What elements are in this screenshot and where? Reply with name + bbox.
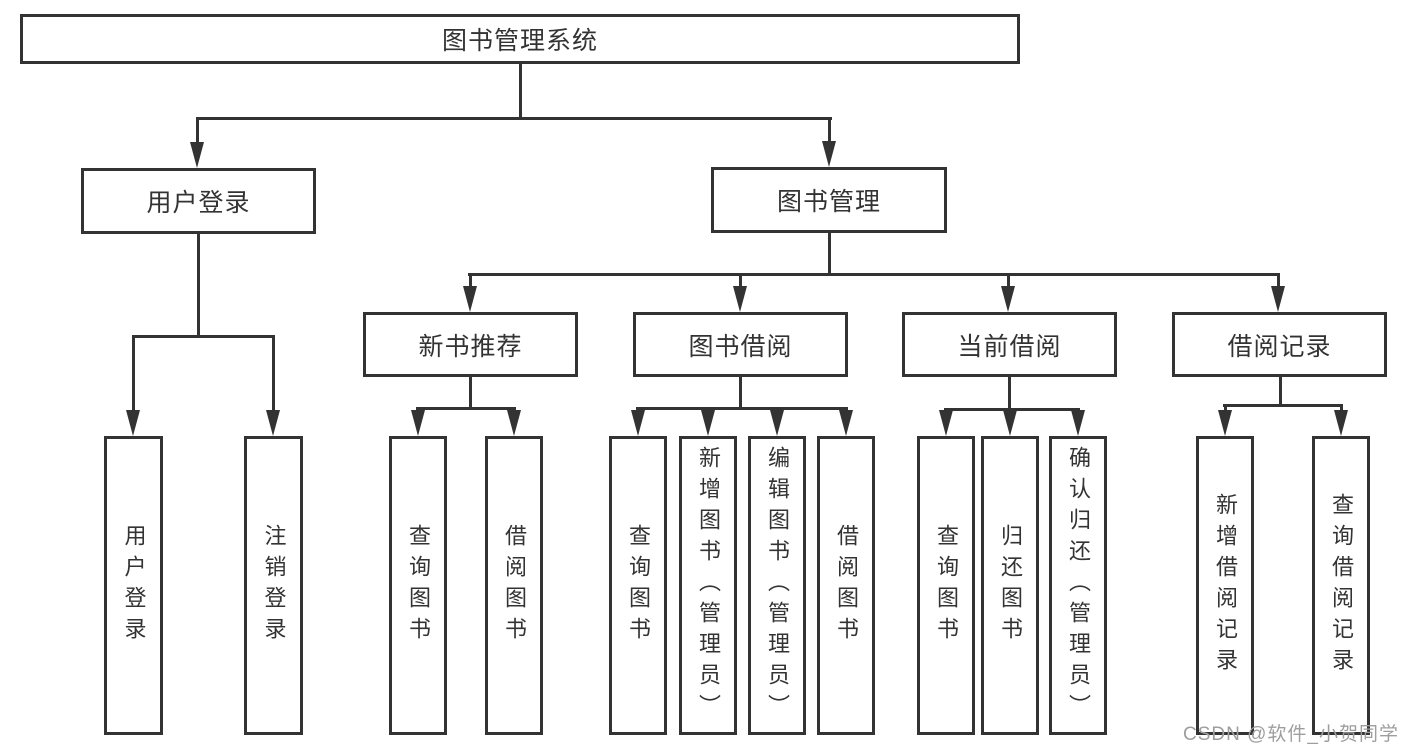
leaf-label: 用户登录	[121, 523, 147, 648]
connector-book-borrowing-branch	[636, 407, 848, 410]
connector-to-leaf	[1224, 404, 1227, 410]
connector-to-book-borrowing	[739, 273, 742, 286]
arrow-down-icon	[1071, 410, 1085, 436]
connector-user-login-stem	[197, 234, 200, 335]
leaf-add-books-admin: 新增图书（管理员）	[679, 436, 737, 735]
leaf-user-login: 用户登录	[104, 436, 163, 735]
connector-user-login-branch	[132, 335, 275, 338]
node-label: 当前借阅	[957, 332, 1062, 361]
arrow-down-icon	[126, 410, 140, 436]
connector-borrowing-records-stem	[1279, 377, 1282, 404]
arrow-down-icon	[1003, 410, 1017, 436]
connector-root-branch	[196, 117, 832, 120]
arrow-down-icon	[507, 410, 521, 436]
connector-book-borrowing-stem	[739, 377, 742, 407]
leaf-label: 查询图书	[626, 523, 651, 648]
node-label: 图书管理	[776, 188, 881, 216]
connector-to-leaf	[945, 408, 948, 410]
node-user-login: 用户登录	[81, 168, 316, 234]
leaf-logout: 注销登录	[244, 436, 303, 735]
connector-to-borrowing-records	[1277, 273, 1280, 286]
node-book-borrowing: 图书借阅	[633, 312, 848, 377]
leaf-query-books-recommend: 查询图书	[389, 436, 447, 735]
leaf-label: 查询图书	[934, 523, 959, 648]
leaf-query-borrow-record: 查询借阅记录	[1312, 436, 1370, 735]
leaf-label: 借阅图书	[834, 523, 859, 648]
arrow-down-icon	[631, 410, 645, 436]
node-label: 借阅记录	[1227, 332, 1332, 361]
connector-to-leaf	[776, 407, 779, 410]
leaf-borrow-books-borrowing: 借阅图书	[817, 436, 875, 735]
connector-book-management-stem	[828, 233, 831, 273]
arrow-down-icon	[770, 410, 784, 436]
node-library-management-system: 图书管理系统	[20, 14, 1020, 64]
arrow-down-icon	[822, 141, 836, 167]
arrow-down-icon	[411, 410, 425, 436]
connector-to-leaf	[637, 407, 640, 410]
node-label: 图书管理系统	[441, 27, 598, 55]
connector-current-borrowing-branch	[944, 408, 1080, 411]
leaf-label: 新增借阅记录	[1213, 492, 1238, 679]
connector-to-user-login	[196, 117, 199, 142]
arrow-down-icon	[733, 286, 747, 312]
node-label: 图书借阅	[688, 332, 793, 361]
node-borrowing-records: 借阅记录	[1172, 312, 1387, 377]
leaf-label: 新增图书（管理员）	[696, 446, 721, 725]
leaf-label: 确认归还（管理员）	[1066, 446, 1091, 725]
arrow-down-icon	[939, 410, 953, 436]
arrow-down-icon	[1271, 286, 1285, 312]
leaf-return-books: 归还图书	[981, 436, 1039, 735]
arrow-down-icon	[190, 142, 204, 168]
arrow-down-icon	[1001, 286, 1015, 312]
leaf-edit-books-admin: 编辑图书（管理员）	[748, 436, 806, 735]
leaf-confirm-return-admin: 确认归还（管理员）	[1049, 436, 1107, 735]
connector-current-borrowing-stem	[1008, 377, 1011, 408]
arrow-down-icon	[463, 286, 477, 312]
leaf-label: 注销登录	[261, 523, 287, 648]
connector-to-leaf	[1077, 408, 1080, 410]
arrow-down-icon	[1218, 410, 1232, 436]
connector-to-leaf	[417, 407, 420, 410]
connector-to-leaf	[845, 407, 848, 410]
connector-borrowing-records-branch	[1223, 404, 1343, 407]
connector-to-leaf	[1340, 404, 1343, 410]
connector-to-leaf	[707, 407, 710, 410]
connector-book-management-branch	[468, 273, 1280, 276]
leaf-label: 归还图书	[998, 523, 1023, 648]
connector-to-new-book	[469, 273, 472, 286]
connector-to-leaf-logout	[272, 335, 275, 410]
node-label: 新书推荐	[418, 332, 523, 361]
leaf-label: 编辑图书（管理员）	[765, 446, 790, 725]
connector-to-current-borrowing	[1007, 273, 1010, 286]
leaf-query-books-borrowing: 查询图书	[609, 436, 667, 735]
leaf-add-borrow-record: 新增借阅记录	[1196, 436, 1254, 735]
connector-new-book-branch	[416, 407, 516, 410]
arrow-down-icon	[701, 410, 715, 436]
connector-to-leaf-login	[132, 335, 135, 410]
arrow-down-icon	[266, 410, 280, 436]
connector-to-book-management	[828, 117, 831, 141]
node-label: 用户登录	[146, 189, 251, 217]
connector-root-stem	[519, 64, 522, 117]
leaf-query-books-current: 查询图书	[917, 436, 975, 735]
node-new-book-recommend: 新书推荐	[363, 312, 578, 377]
leaf-borrow-books-recommend: 借阅图书	[485, 436, 543, 735]
leaf-label: 查询借阅记录	[1329, 492, 1354, 679]
node-book-management: 图书管理	[711, 167, 947, 233]
watermark: CSDN @软件_小贺同学	[1183, 724, 1399, 745]
node-current-borrowing: 当前借阅	[902, 312, 1117, 377]
connector-to-leaf	[513, 407, 516, 410]
connector-to-leaf	[1009, 408, 1012, 410]
leaf-label: 查询图书	[406, 523, 431, 648]
arrow-down-icon	[1334, 410, 1348, 436]
connector-new-book-stem	[469, 377, 472, 407]
leaf-label: 借阅图书	[502, 523, 527, 648]
arrow-down-icon	[839, 410, 853, 436]
